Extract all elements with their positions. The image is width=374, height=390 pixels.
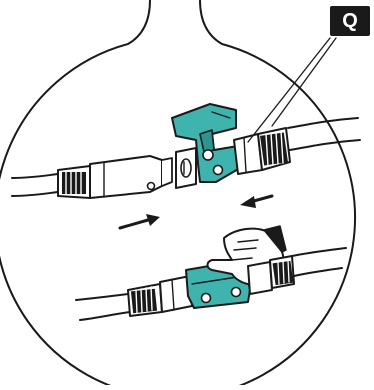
- callout-label-badge: Q: [330, 6, 370, 36]
- socket-housing-top: [176, 148, 196, 188]
